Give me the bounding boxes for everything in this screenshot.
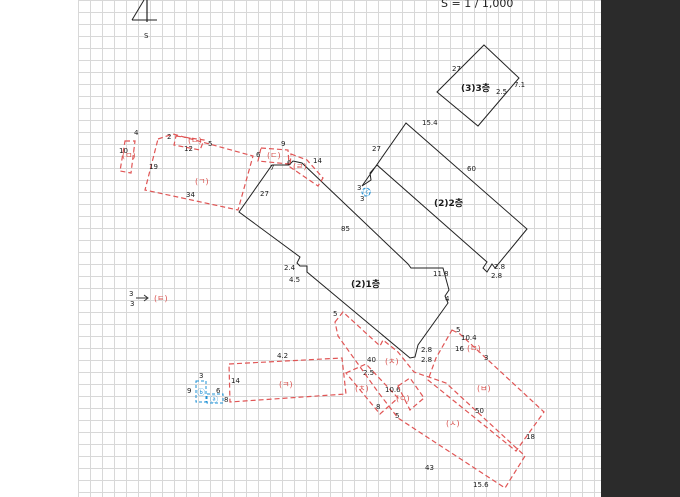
blue-mark-c[interactable]: ⓒ bbox=[361, 187, 371, 197]
blue-mark-a-dim-2: 8 bbox=[224, 396, 228, 404]
building-2-dim-6: 3 bbox=[357, 184, 361, 192]
zone-mi-left-label: (ㅁ) bbox=[122, 151, 136, 160]
building-1-floor[interactable]: (2)1층 27 85 2.4 4.5 11.8 4 2.8 2.8 40 5 … bbox=[238, 160, 450, 364]
zone-ta[interactable]: (ㅌ) 3 3 bbox=[129, 290, 168, 308]
zone-cha-1-label: (ㅊ) bbox=[355, 384, 369, 393]
building-1-dim-3: 2.4 bbox=[284, 264, 296, 272]
zone-da-dim-2: 6 bbox=[256, 151, 261, 159]
zone-ta-dim-1: 3 bbox=[129, 290, 133, 298]
building-3-floor[interactable]: (3)3층 27 2.5 7.1 bbox=[436, 44, 525, 127]
zone-ta-label: (ㅌ) bbox=[154, 294, 168, 303]
zone-cha-2[interactable]: (ㅊ) bbox=[385, 357, 399, 366]
zone-mi-left-dim-2: 10 bbox=[119, 147, 128, 155]
zone-sa-dim-2: 15.6 bbox=[473, 481, 489, 489]
zone-o[interactable]: (ㅇ) bbox=[396, 377, 425, 411]
building-1-label: (2)1층 bbox=[351, 278, 380, 290]
zone-bi-dim-1: 5 bbox=[456, 326, 460, 334]
building-2-floor[interactable]: (2)2층 27 60 15.4 2.8 2.8 3 3 bbox=[357, 119, 528, 280]
zone-cha-1-dim-3: 8 bbox=[376, 403, 380, 411]
building-3-dim-1: 27 bbox=[452, 65, 461, 73]
zone-o-label: (ㅇ) bbox=[396, 394, 410, 403]
zone-na[interactable]: (ㄴ) bbox=[173, 135, 205, 151]
north-label: S bbox=[144, 32, 149, 40]
blue-mark-b-label: ⓑ bbox=[197, 388, 205, 397]
building-2-dim-5: 2.8 bbox=[491, 272, 502, 280]
zone-ga-dim-4: 12 bbox=[184, 145, 193, 153]
zone-cha-1-dim-2: 10.6 bbox=[385, 386, 401, 394]
building-1-dim-6: 4 bbox=[445, 295, 450, 303]
zone-na-label: (ㄴ) bbox=[188, 136, 202, 145]
zone-sa-dim-3: 18 bbox=[526, 433, 535, 441]
zone-ga-dim-1: 19 bbox=[149, 163, 158, 171]
building-2-dim-7: 3 bbox=[360, 195, 364, 203]
zone-ka-label: (ㅋ) bbox=[279, 380, 293, 389]
zone-ga-label: (ㄱ) bbox=[195, 177, 209, 186]
zone-ga-dim-5: 5 bbox=[208, 140, 212, 148]
zone-ga-dim-3: 2 bbox=[167, 133, 171, 141]
building-1-dim-5: 11.8 bbox=[433, 270, 449, 278]
building-1-dim-10: 5 bbox=[333, 310, 337, 318]
right-dark-panel bbox=[601, 0, 680, 497]
building-1-dim-2: 85 bbox=[341, 225, 350, 233]
blue-mark-c-label: ⓒ bbox=[363, 188, 371, 197]
zone-bi[interactable]: (ㅂ) 5 3 bbox=[427, 326, 545, 452]
zone-cha-2-label: (ㅊ) bbox=[385, 357, 399, 366]
scale-label: S = 1 / 1,000 bbox=[441, 0, 513, 10]
zone-cha-1[interactable]: (ㅊ) 2.5 10.6 8 5 bbox=[345, 363, 401, 420]
building-3-dim-3: 7.1 bbox=[514, 81, 525, 89]
blue-mark-b-dim-1: 3 bbox=[199, 372, 203, 380]
zone-mi-left-dim-1: 4 bbox=[134, 129, 139, 137]
zone-sa-dim-4: 50 bbox=[475, 407, 484, 415]
building-1-dim-8: 2.8 bbox=[421, 356, 432, 364]
drawing-sheet: S S = 1 / 1,000 (3)3층 27 2.5 7.1 (2)2층 2… bbox=[78, 0, 601, 497]
zone-ma-dim-1: 16 bbox=[455, 345, 464, 353]
zone-ma[interactable]: (ㅁ) 16 10.4 bbox=[455, 334, 481, 353]
zone-ka[interactable]: (ㅋ) 4.2 14 bbox=[228, 352, 347, 403]
building-1-dim-9: 40 bbox=[367, 356, 376, 364]
zone-ka-dim-1: 4.2 bbox=[277, 352, 288, 360]
building-1-dim-11: 7 bbox=[270, 164, 274, 172]
building-1-dim-7: 2.8 bbox=[421, 346, 432, 354]
building-1-dim-1: 27 bbox=[260, 190, 269, 198]
blue-mark-a-label: ⓐ bbox=[210, 395, 218, 404]
zone-bi-label: (ㅂ) bbox=[477, 384, 491, 393]
zone-sa-dim-1: 43 bbox=[425, 464, 434, 472]
zone-cha-1-dim-1: 2.5 bbox=[363, 369, 374, 377]
building-3-label: (3)3층 bbox=[461, 82, 490, 94]
building-2-dim-2: 60 bbox=[467, 165, 476, 173]
building-2-dim-1: 27 bbox=[372, 145, 381, 153]
zone-da-dim-3: 6 bbox=[287, 159, 292, 167]
zone-ga[interactable]: (ㄱ) 19 34 2 12 5 bbox=[144, 133, 254, 211]
zone-ma-label: (ㅁ) bbox=[467, 344, 481, 353]
zone-da[interactable]: (ㄷ) 9 6 6 bbox=[256, 140, 292, 167]
building-2-label: (2)2층 bbox=[434, 197, 463, 209]
zone-ga-dim-2: 34 bbox=[186, 191, 195, 199]
north-arrow: S bbox=[131, 0, 157, 40]
blue-mark-a-dim-1: 6 bbox=[216, 387, 221, 395]
building-2-dim-4: 2.8 bbox=[494, 263, 505, 271]
left-margin bbox=[0, 0, 78, 497]
zone-sa-label: (ㅅ) bbox=[446, 419, 460, 428]
blue-mark-b[interactable]: ⓑ 3 9 bbox=[187, 372, 207, 403]
zone-da-label: (ㄷ) bbox=[267, 151, 281, 160]
blue-mark-b-dim-2: 9 bbox=[187, 387, 191, 395]
building-1-dim-4: 4.5 bbox=[289, 276, 300, 284]
zone-cha-1-dim-4: 5 bbox=[395, 412, 399, 420]
zone-sa[interactable]: (ㅅ) 43 15.6 18 50 bbox=[334, 311, 535, 489]
zone-ka-dim-2: 14 bbox=[231, 377, 240, 385]
zone-ta-dim-2: 3 bbox=[130, 300, 134, 308]
zone-ma-dim-2: 10.4 bbox=[461, 334, 477, 342]
zone-ra-label: (ㄹ) bbox=[293, 162, 307, 171]
zone-bi-dim-2: 3 bbox=[484, 354, 488, 362]
zone-mi-left[interactable]: (ㅁ) 4 10 bbox=[119, 129, 139, 174]
zone-ra[interactable]: (ㄹ) 14 bbox=[289, 153, 324, 187]
blue-mark-a[interactable]: ⓐ 6 8 bbox=[206, 387, 228, 404]
zone-ra-dim-1: 14 bbox=[313, 157, 322, 165]
building-3-dim-2: 2.5 bbox=[496, 88, 507, 96]
zone-da-dim-1: 9 bbox=[281, 140, 285, 148]
building-2-dim-3: 15.4 bbox=[422, 119, 438, 127]
site-plan-drawing: S S = 1 / 1,000 (3)3층 27 2.5 7.1 (2)2층 2… bbox=[119, 0, 545, 489]
